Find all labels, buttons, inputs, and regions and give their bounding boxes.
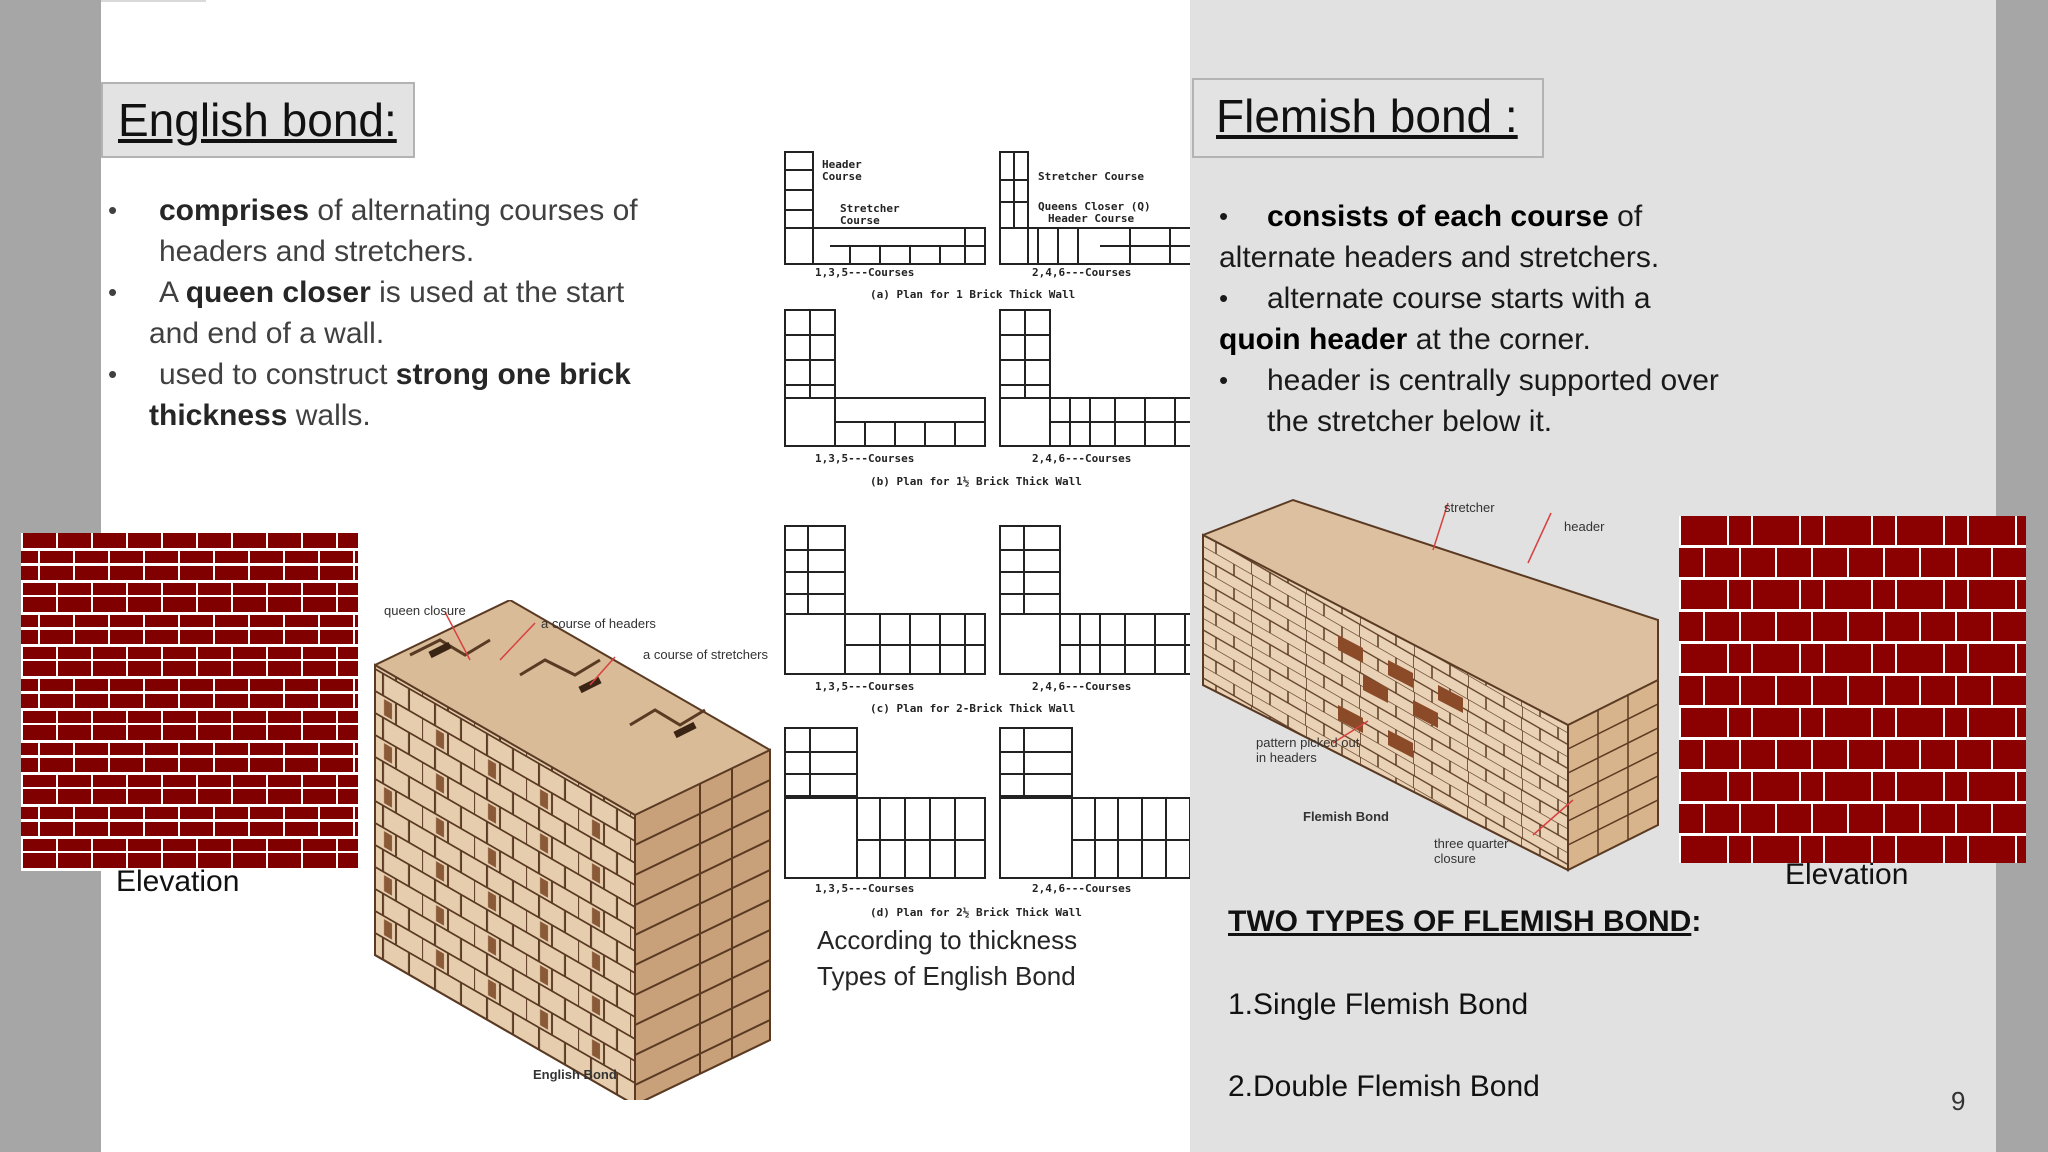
english-bond-diagram xyxy=(374,600,771,1100)
english-bullets: • comprises of alternating courses of he… xyxy=(108,194,638,432)
page-number: 9 xyxy=(1951,1086,1966,1116)
svg-text:Course: Course xyxy=(822,170,862,183)
svg-text:2,4,6---Courses: 2,4,6---Courses xyxy=(1032,266,1131,279)
flemish-types-title: TWO TYPES OF FLEMISH BOND: xyxy=(1228,905,1702,938)
svg-text:1,3,5---Courses: 1,3,5---Courses xyxy=(815,266,914,279)
english-elevation-label: Elevation xyxy=(116,865,240,898)
svg-text:2,4,6---Courses: 2,4,6---Courses xyxy=(1032,680,1131,693)
svg-text:2,4,6---Courses: 2,4,6---Courses xyxy=(1032,452,1131,465)
svg-text:Header Course: Header Course xyxy=(1048,212,1134,225)
label-course-headers: a course of headers xyxy=(541,616,656,631)
flemish-type-2: 2.Double Flemish Bond xyxy=(1228,1070,1540,1103)
label-header: header xyxy=(1564,519,1605,534)
svg-text:(b) Plan for 1½ Brick Thick Wa: (b) Plan for 1½ Brick Thick Wall xyxy=(870,475,1082,488)
flemish-elevation-pattern xyxy=(1679,516,2026,863)
label-course-stretchers: a course of stretchers xyxy=(643,647,768,662)
label-stretcher: stretcher xyxy=(1444,500,1495,515)
label-three-quarter-closure: three quarter closure xyxy=(1434,836,1509,866)
svg-text:1,3,5---Courses: 1,3,5---Courses xyxy=(815,680,914,693)
flemish-bond-caption: Flemish Bond xyxy=(1303,809,1389,824)
english-thickness-caption: According to thickness Types of English … xyxy=(817,925,1078,991)
svg-text:1,3,5---Courses: 1,3,5---Courses xyxy=(815,452,914,465)
svg-text:1,3,5---Courses: 1,3,5---Courses xyxy=(815,882,914,895)
english-bond-title: English bond: xyxy=(101,82,415,158)
english-b1-bold: comprises xyxy=(159,194,310,227)
english-bond-caption: English Bond xyxy=(533,1067,617,1082)
flemish-bullets: • consists of each course of alternate h… xyxy=(1219,200,1719,438)
svg-text:Header: Header xyxy=(822,158,862,171)
flemish-elevation-label: Elevation xyxy=(1785,858,1909,891)
svg-text:(a) Plan for 1 Brick Thick Wal: (a) Plan for 1 Brick Thick Wall xyxy=(870,288,1075,301)
flemish-bond-title: Flemish bond : xyxy=(1192,78,1544,158)
label-queen-closure: queen closure xyxy=(384,603,466,618)
english-elevation-pattern xyxy=(21,533,358,871)
svg-text:2,4,6---Courses: 2,4,6---Courses xyxy=(1032,882,1131,895)
svg-text:Stretcher: Stretcher xyxy=(840,202,900,215)
flemish-bond-diagram xyxy=(1202,498,1659,872)
flemish-type-1: 1.Single Flemish Bond xyxy=(1228,988,1529,1021)
svg-text:Queens Closer (Q): Queens Closer (Q) xyxy=(1038,200,1151,213)
svg-text:Course: Course xyxy=(840,214,880,227)
english-bond-plans: Header Course Stretcher Course Stretcher… xyxy=(784,151,1190,919)
label-pattern-headers: pattern picked out in headers xyxy=(1256,735,1360,765)
svg-text:(d) Plan for 2½ Brick Thick Wa: (d) Plan for 2½ Brick Thick Wall xyxy=(870,906,1082,919)
top-tab xyxy=(101,0,206,2)
svg-text:(c) Plan for 2-Brick Thick Wal: (c) Plan for 2-Brick Thick Wall xyxy=(870,702,1075,715)
svg-text:Stretcher Course: Stretcher Course xyxy=(1038,170,1144,183)
